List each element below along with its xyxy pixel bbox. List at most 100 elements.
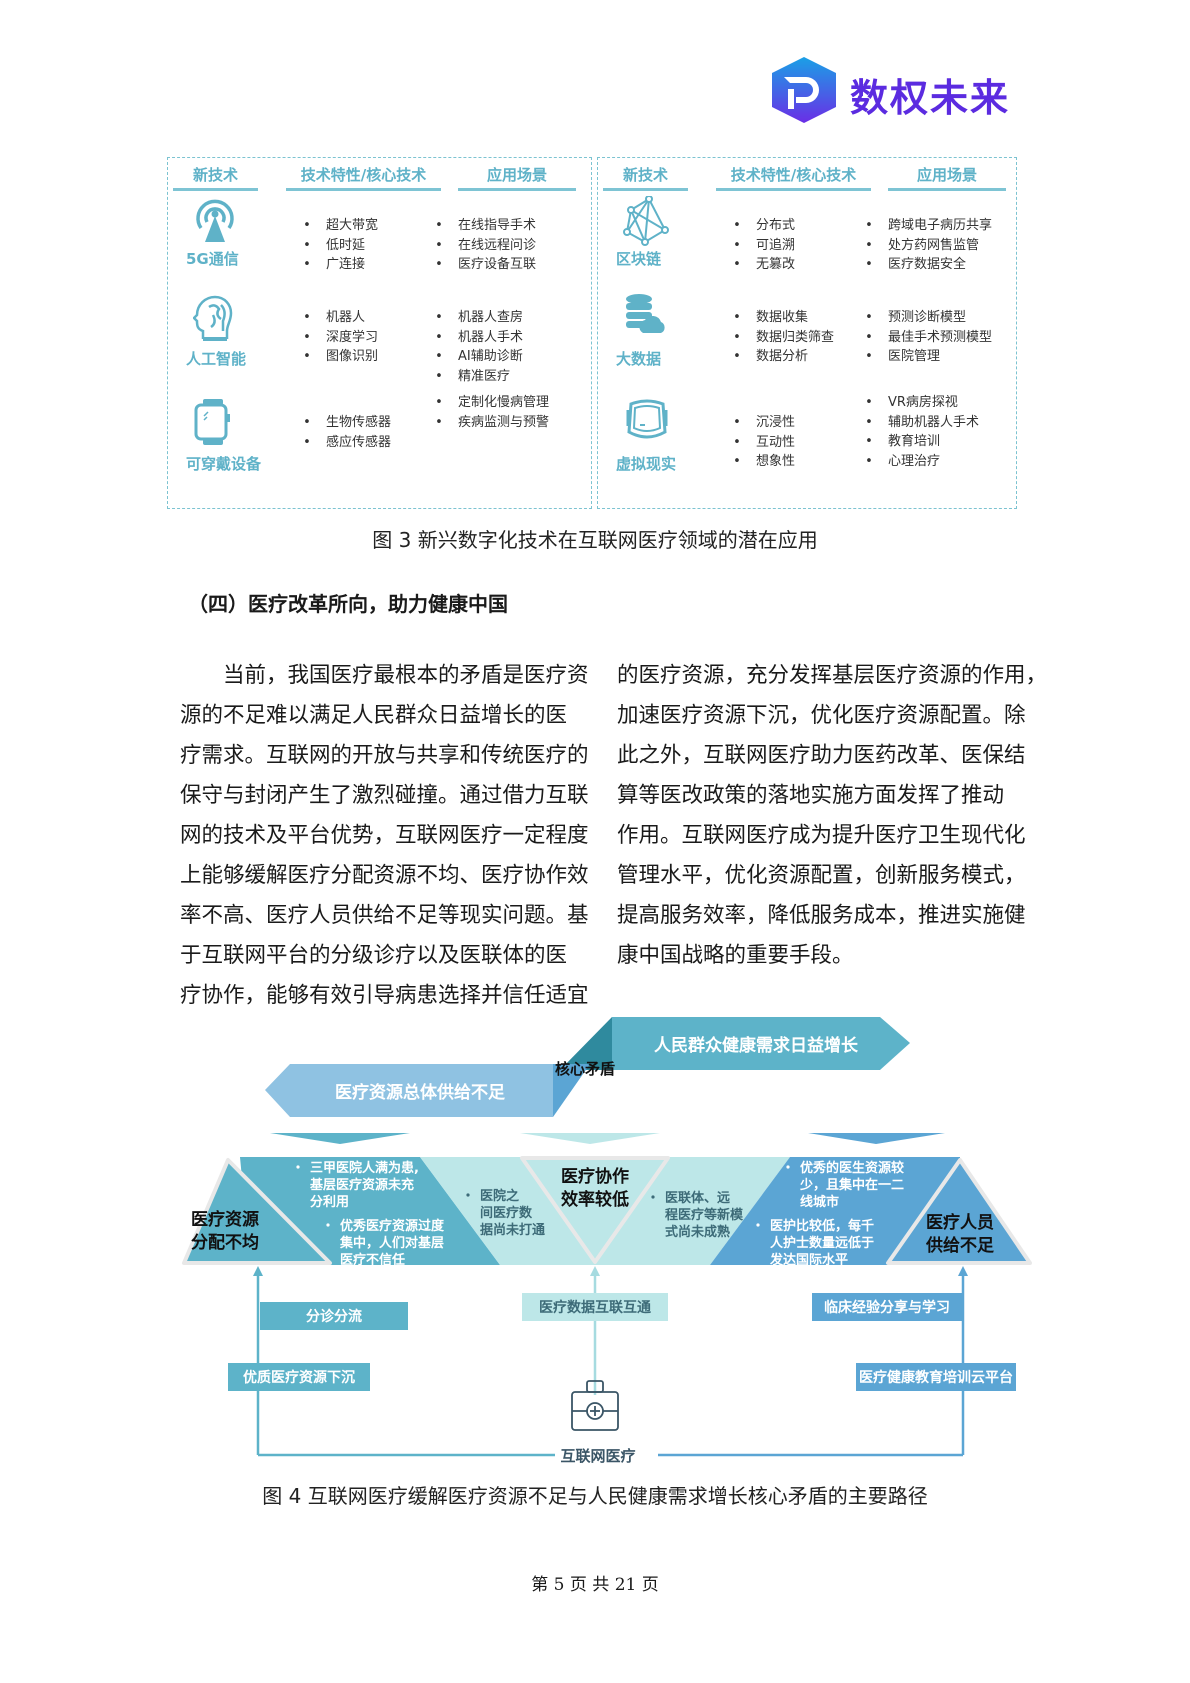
problem-bullet-text: 少，且集中在一二 — [799, 1177, 904, 1193]
path-label: 优质医疗资源下沉 — [243, 1369, 355, 1386]
problem-bullet-text: 医疗不信任 — [340, 1252, 405, 1268]
path-box — [260, 1302, 408, 1330]
band-right — [710, 1157, 960, 1265]
list-item-text: 预测诊断模型 — [888, 310, 967, 325]
list-item-text: 数据收集 — [756, 310, 809, 325]
list-item-text: 疾病监测与预警 — [458, 414, 550, 430]
list-item-text: 无篡改 — [756, 257, 796, 272]
tech-name: 可穿戴设备 — [186, 455, 262, 473]
body-text-line: 康中国战略的重要手段。 — [617, 943, 854, 968]
body-text-line: 源的不足难以满足人民群众日益增长的医 — [180, 703, 568, 728]
list-item-text: 感应传感器 — [326, 434, 392, 450]
body-text-line: 保守与封闭产生了激烈碰撞。通过借力互联 — [180, 783, 589, 808]
column-header: 技术特性/核心技术 — [300, 166, 427, 184]
problem-triangle-middle — [520, 1156, 670, 1264]
feature-list: 超大带宽低时延广连接 — [326, 216, 378, 275]
brand-logo: 数权未来 — [768, 55, 1028, 125]
list-item-text: 最佳手术预测模型 — [888, 329, 993, 345]
scenario-list: 机器人查房机器人手术AI辅助诊断精准医疗 — [458, 308, 523, 386]
list-item-text: 心理治疗 — [888, 453, 941, 469]
problem-bullet-text: 间医疗数 — [480, 1205, 533, 1221]
list-item-text: 低时延 — [326, 237, 366, 253]
vr-headset-icon — [623, 398, 671, 446]
bullet-dot — [466, 1193, 470, 1197]
problem-bullet-text: 线城市 — [800, 1194, 839, 1210]
list-item: 数据收集 — [756, 308, 834, 328]
body-text-line: 率不高、医疗人员供给不足等现实问题。基 — [180, 903, 589, 928]
list-item: 低时延 — [326, 236, 378, 256]
body-text-line: 疗协作，能够有效引导病患选择并信任适宜 — [180, 983, 589, 1008]
list-item-text: 互动性 — [756, 434, 796, 450]
list-item: 定制化慢病管理 — [458, 393, 549, 413]
list-item: 机器人手术 — [458, 328, 523, 348]
scenario-list: 在线指导手术在线远程问诊医疗设备互联 — [458, 216, 536, 275]
list-item-text: 在线远程问诊 — [458, 237, 537, 253]
bullet-dot — [756, 1223, 760, 1227]
supply-arrow-label: 医疗资源总体供给不足 — [335, 1082, 505, 1103]
figure-3-caption: 图 3 新兴数字化技术在互联网医疗领域的潜在应用 — [372, 528, 818, 552]
page-number: 第 5 页 共 21 页 — [531, 1575, 659, 1595]
logo-hexagon-icon — [772, 57, 836, 123]
list-item-text: 机器人手术 — [458, 329, 524, 345]
column-header: 新技术 — [192, 166, 238, 184]
problem-title: 效率较低 — [561, 1189, 629, 1210]
header-underline — [173, 188, 258, 191]
feature-list: 沉浸性互动性想象性 — [756, 413, 795, 472]
problem-triangle-left — [182, 1158, 332, 1265]
header-underline — [716, 188, 871, 191]
list-item: 在线远程问诊 — [458, 236, 536, 256]
figure-4-caption: 图 4 互联网医疗缓解医疗资源不足与人民健康需求增长核心矛盾的主要路径 — [262, 1484, 928, 1508]
list-item-text: 教育培训 — [888, 434, 941, 449]
feature-list: 分布式可追溯无篡改 — [756, 216, 795, 275]
list-item-text: 分布式 — [756, 218, 796, 233]
body-text-line: 当前，我国医疗最根本的矛盾是医疗资 — [223, 663, 589, 688]
list-item: 深度学习 — [326, 328, 378, 348]
tech-name: 人工智能 — [186, 350, 247, 368]
list-item: 医疗数据安全 — [888, 255, 992, 275]
body-text-line: 算等医改政策的落地实施方面发挥了推动 — [617, 783, 1005, 808]
path-label: 医疗数据互联互通 — [539, 1299, 651, 1316]
path-label: 分诊分流 — [306, 1308, 362, 1325]
list-item: 医疗设备互联 — [458, 255, 536, 275]
problem-bullet-text: 医护比较低，每千 — [770, 1218, 874, 1234]
list-item: 最佳手术预测模型 — [888, 328, 992, 348]
database-cloud-icon — [623, 293, 667, 341]
bullet-dot — [786, 1165, 790, 1169]
problem-title: 供给不足 — [925, 1235, 994, 1256]
list-item-text: VR病房探视 — [888, 395, 958, 410]
tech-name: 虚拟现实 — [616, 455, 677, 473]
list-item-text: 机器人查房 — [458, 310, 524, 325]
list-item-text: 跨域电子病历共享 — [888, 218, 993, 233]
path-label: 医疗健康教育培训云平台 — [859, 1369, 1013, 1386]
tech-name: 5G通信 — [186, 250, 239, 268]
list-item-text: 定制化慢病管理 — [458, 395, 550, 410]
problem-triangle-right — [886, 1158, 1032, 1265]
list-item: 疾病监测与预警 — [458, 413, 549, 433]
body-text-line: 管理水平，优化资源配置，创新服务模式， — [617, 863, 1026, 888]
problem-bullet-text: 据尚未打通 — [480, 1222, 545, 1238]
list-item: 超大带宽 — [326, 216, 378, 236]
list-item-text: AI辅助诊断 — [458, 349, 523, 364]
list-item-text: 医疗设备互联 — [458, 257, 537, 272]
bullet-dot — [326, 1223, 330, 1227]
list-item: 数据归类筛查 — [756, 328, 834, 348]
ai-head-icon — [192, 293, 235, 347]
logo-text: 数权未来 — [850, 76, 1011, 120]
list-item: 感应传感器 — [326, 433, 391, 453]
list-item: 心理治疗 — [888, 452, 979, 472]
list-item-text: 辅助机器人手术 — [888, 414, 980, 430]
down-arrow-left — [270, 1133, 410, 1144]
body-text-line: 此之外，互联网医疗助力医药改革、医保结 — [617, 743, 1026, 768]
list-item: 机器人查房 — [458, 308, 523, 328]
down-arrow-right — [808, 1133, 945, 1144]
list-item-text: 医疗数据安全 — [888, 257, 967, 272]
list-item-text: 处方药网售监管 — [888, 237, 980, 253]
list-item: 预测诊断模型 — [888, 308, 992, 328]
list-item: 处方药网售监管 — [888, 236, 992, 256]
problem-bullet-text: 基层医疗资源未充 — [309, 1177, 414, 1193]
list-item: 广连接 — [326, 255, 378, 275]
section-heading: （四）医疗改革所向，助力健康中国 — [188, 592, 508, 616]
problem-bullet-text: 发达国际水平 — [769, 1252, 848, 1268]
demand-arrow-fold — [560, 1017, 612, 1070]
